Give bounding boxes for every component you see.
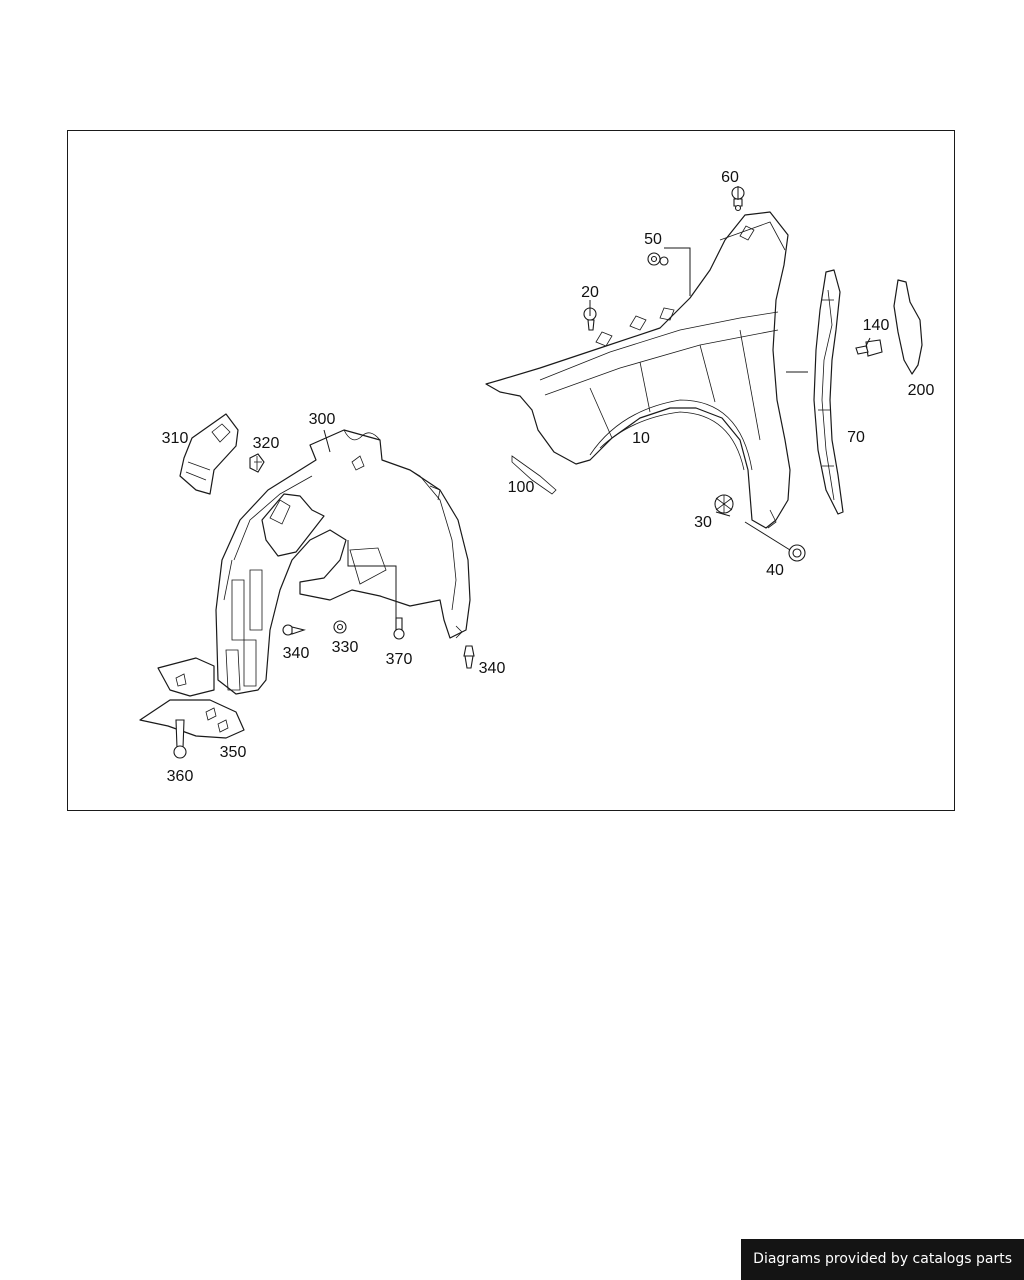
underbody-panel-part-350[interactable]: [139, 657, 245, 739]
callout-40: 40: [766, 562, 784, 579]
bolt-part-370[interactable]: [393, 617, 405, 640]
callout-340-left: 340: [283, 645, 310, 662]
bolt-part-360[interactable]: [173, 719, 187, 759]
nut-part-330[interactable]: [333, 620, 347, 634]
trim-panel-part-310[interactable]: [179, 413, 239, 495]
strip-part-100[interactable]: [511, 455, 557, 495]
callout-330: 330: [332, 639, 359, 656]
clip-part-340-right[interactable]: [463, 645, 475, 669]
seal-strip-part-70[interactable]: [813, 269, 844, 515]
clip-part-340-left[interactable]: [282, 624, 306, 636]
clip-part-320[interactable]: [249, 453, 265, 473]
callout-50: 50: [644, 231, 662, 248]
clip-part-140[interactable]: [855, 339, 883, 357]
clip-part-30[interactable]: [714, 494, 734, 514]
callout-350: 350: [220, 744, 247, 761]
callout-100: 100: [508, 479, 535, 496]
callout-320: 320: [253, 435, 280, 452]
diagram-frame: [67, 130, 955, 811]
callout-200: 200: [908, 382, 935, 399]
callout-30: 30: [694, 514, 712, 531]
callout-370: 370: [386, 651, 413, 668]
wheel-arch-liner-part-300[interactable]: [215, 429, 471, 695]
callout-300: 300: [309, 411, 336, 428]
nut-part-50[interactable]: [647, 252, 669, 266]
insulation-pad-part-200[interactable]: [893, 279, 923, 375]
callout-20: 20: [581, 284, 599, 301]
callout-labels: 60 50 20 140 200 70 10 100 30 40 300 310…: [162, 169, 935, 785]
credit-badge: Diagrams provided by catalogs parts: [741, 1239, 1024, 1280]
callout-10: 10: [632, 430, 650, 447]
leader-lines: [323, 186, 871, 618]
nut-part-40[interactable]: [788, 544, 806, 562]
callout-340-right: 340: [479, 660, 506, 677]
callout-70: 70: [847, 429, 865, 446]
callout-310: 310: [162, 430, 189, 447]
callout-140: 140: [863, 317, 890, 334]
fender-part-10[interactable]: [485, 211, 791, 529]
callout-360: 360: [167, 768, 194, 785]
callout-60: 60: [721, 169, 739, 186]
